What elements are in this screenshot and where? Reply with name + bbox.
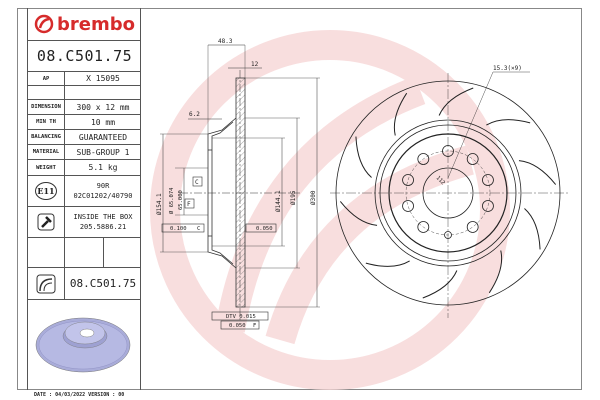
spec-value: GUARANTEED (78, 132, 128, 142)
disc-type-icon (36, 274, 56, 293)
groove-slot (518, 160, 557, 185)
spec-value: 300 x 12 mm (76, 102, 130, 112)
approval-row: E11 90R 02C01202/40790 (28, 176, 141, 207)
groove-slot (488, 250, 503, 294)
front-view (330, 71, 570, 318)
spec-row-material: MATERIAL SUB-GROUP 1 (28, 145, 141, 160)
spec-row-weight: WEIGHT 5.1 kg (28, 160, 141, 176)
empty-cell (104, 238, 142, 267)
groove-slot (365, 260, 410, 267)
runout-tolerance: 0.050 (229, 323, 246, 329)
bolt-hole (417, 153, 430, 165)
spec-row-ap: AP X 15095 (28, 72, 141, 86)
groove-slot (486, 119, 531, 126)
brembo-logo-icon (34, 14, 54, 34)
dim-d65-lower: 65.000 (178, 190, 184, 210)
pcd-label: 112 (435, 175, 446, 186)
bolt-hole (466, 153, 479, 165)
spec-label: WEIGHT (28, 160, 65, 175)
e-mark-cell: E11 (28, 176, 65, 206)
brembo-logo: brembo (28, 14, 141, 35)
spec-label-empty (28, 86, 65, 99)
dim-thickness: 12 (251, 61, 259, 68)
part-number-bottom: 08.C501.75 (69, 277, 137, 290)
disc-3d-render (35, 317, 131, 373)
groove-slot (339, 201, 378, 226)
dim-d300: Ø300 (310, 190, 317, 205)
e-mark-icon: E11 (35, 182, 57, 200)
disc-icon-cell (28, 268, 65, 299)
dtv-tolerance: DTV 0.015 (226, 314, 256, 320)
brembo-watermark (150, 30, 510, 390)
spec-row-min-th: MIN TH 10 mm (28, 115, 141, 130)
inside-box-row: INSIDE THE BOX 205.5886.21 (28, 207, 141, 238)
dim-d154: Ø154.1 (156, 193, 163, 215)
dim-offset: 6.2 (189, 111, 200, 118)
approval-code: 90R (96, 182, 110, 190)
info-panel: brembo 08.C501.75 AP X 15095 DIMENSION 300… (27, 8, 141, 390)
inside-box-label: INSIDE THE BOX (73, 213, 133, 221)
spec-label: AP (28, 72, 65, 85)
groove-slot (355, 136, 372, 178)
bolt-hole (482, 200, 494, 212)
parallel-ref: C (197, 226, 200, 232)
groove-slot (393, 92, 408, 136)
screw-icon (37, 213, 55, 231)
spec-value: 5.1 kg (88, 163, 118, 172)
brand-name: brembo (57, 13, 135, 35)
logo-row: brembo (28, 8, 141, 41)
inside-box-code: 205.5886.21 (79, 223, 127, 231)
bolt-hole (402, 174, 414, 186)
datum-c: C (195, 179, 199, 186)
part-number-bottom-row: 08.C501.75 (28, 268, 141, 300)
parallel-tolerance: 0.100 (170, 226, 187, 232)
spec-row-dimension: DIMENSION 300 x 12 mm (28, 100, 141, 115)
part-number: 08.C501.75 (36, 47, 133, 65)
bolt-hole (466, 221, 479, 233)
groove-slot (438, 87, 474, 116)
drawing-frame (17, 8, 582, 390)
spec-row-blank (28, 86, 141, 100)
spec-label: MIN TH (28, 115, 65, 129)
side-section-view (160, 44, 320, 330)
dim-d65: Ø 65.074 (168, 187, 175, 214)
bolt-hole (417, 221, 430, 233)
spec-label: BALANCING (28, 130, 65, 144)
flatness-tolerance: 0.050 (256, 226, 273, 232)
empty-cell (65, 238, 104, 267)
screw-cell (28, 207, 65, 237)
dimension-labels: 48.3 12 6.2 Ø154.1 Ø 65.074 65.000 Ø144.… (156, 38, 522, 329)
approval-number: 02C01202/40790 (73, 192, 133, 200)
spec-label: MATERIAL (28, 145, 65, 159)
groove-slot (422, 270, 458, 299)
groove-slot (524, 208, 541, 250)
bolt-hole (442, 145, 454, 157)
dim-d195: Ø195 (290, 190, 297, 205)
empty-cell (28, 238, 65, 267)
spec-value: SUB-GROUP 1 (76, 147, 130, 157)
empty-row (28, 238, 141, 268)
holes-label: 15.3(×9) (493, 65, 522, 72)
datum-f: F (187, 201, 191, 208)
bolt-hole (402, 200, 414, 212)
part-number-row: 08.C501.75 (28, 41, 141, 72)
disc-render-cell (28, 300, 141, 388)
bolt-hole (482, 174, 494, 186)
spec-row-balancing: BALANCING GUARANTEED (28, 130, 141, 145)
dim-overall-width: 48.3 (218, 38, 233, 45)
spec-value: X 15095 (86, 74, 120, 83)
dim-d144: Ø144.1 (275, 190, 282, 212)
runout-ref: F (253, 323, 256, 329)
spec-label: DIMENSION (28, 100, 65, 114)
date-version: DATE : 04/03/2022 VERSION : 00 (34, 392, 125, 398)
locating-hole (444, 231, 452, 239)
spec-value: 10 mm (90, 117, 116, 127)
